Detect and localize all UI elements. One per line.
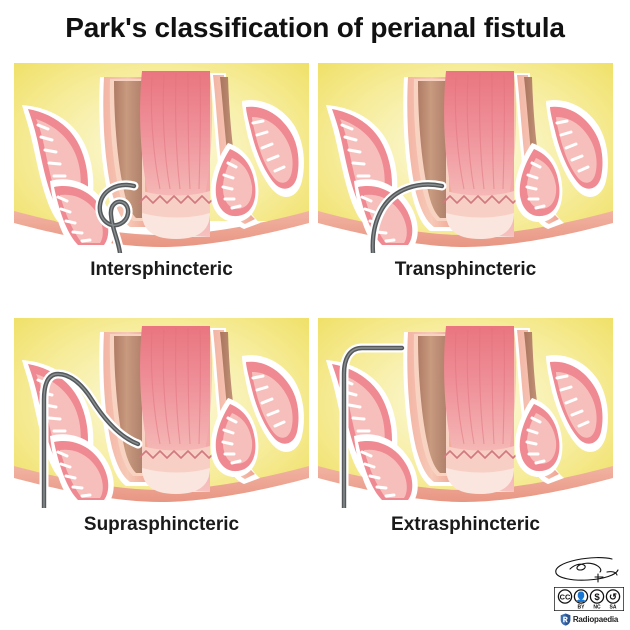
attribution-block: CC 👤 $ ↺ BY NC SA Radiopaedia — [552, 556, 626, 626]
figure-intersphincteric — [14, 63, 309, 253]
creative-commons-license-icon[interactable]: CC 👤 $ ↺ BY NC SA — [554, 587, 624, 611]
panel-intersphincteric: Intersphincteric — [14, 63, 309, 280]
panel-transphincteric: Transphincteric — [318, 63, 613, 280]
svg-text:SA: SA — [610, 604, 617, 610]
radiopaedia-label: Radiopaedia — [572, 615, 619, 624]
fistula-tract-intersphincteric — [95, 180, 139, 253]
fistula-tract-extrasphincteric — [339, 343, 407, 508]
fistula-tract-suprasphincteric — [39, 369, 143, 508]
panel-grid: Intersphincteric — [0, 58, 630, 568]
svg-text:↺: ↺ — [609, 592, 617, 603]
fistula-tract-transphincteric — [368, 180, 447, 253]
panel-extrasphincteric: Extrasphincteric — [318, 318, 613, 535]
svg-text:NC: NC — [593, 604, 601, 610]
svg-text:👤: 👤 — [575, 591, 587, 603]
figure-extrasphincteric — [318, 318, 613, 508]
radiopaedia-shield-icon — [560, 613, 571, 626]
radiopaedia-logo[interactable]: Radiopaedia — [552, 613, 626, 626]
panel-label-suprasphincteric: Suprasphincteric — [83, 514, 240, 535]
panel-label-intersphincteric: Intersphincteric — [90, 259, 233, 280]
panel-suprasphincteric: Suprasphincteric — [14, 318, 309, 535]
figure-suprasphincteric — [14, 318, 309, 508]
page-title: Park's classification of perianal fistul… — [65, 12, 565, 43]
panel-label-extrasphincteric: Extrasphincteric — [391, 514, 540, 535]
svg-text:$: $ — [594, 592, 600, 603]
figure-transphincteric — [318, 63, 613, 253]
svg-text:BY: BY — [578, 604, 586, 610]
panel-label-transphincteric: Transphincteric — [394, 259, 537, 280]
svg-text:CC: CC — [560, 593, 571, 602]
artist-signature-icon — [555, 557, 619, 583]
